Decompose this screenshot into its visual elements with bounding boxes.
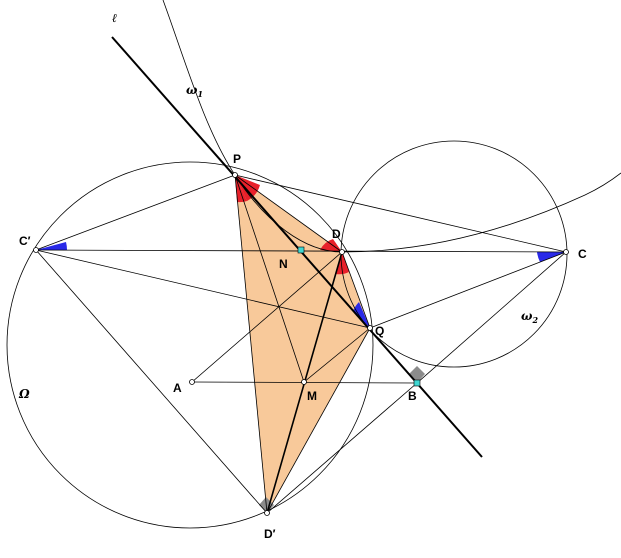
- shaded-triangle: [235, 175, 370, 513]
- seg-p-m: [234, 174, 305, 383]
- label-A: A: [173, 381, 182, 395]
- angle-mark-d-red: [320, 239, 342, 252]
- seg-p-d: [234, 174, 343, 253]
- seg-q-dprime: [266, 327, 371, 514]
- angle-mark-p-red: [235, 175, 260, 201]
- label-line-l: ℓ: [112, 11, 117, 25]
- seg-p-cprime: [35, 174, 236, 251]
- seg-p-dprime: [234, 174, 268, 514]
- point-B: [413, 379, 421, 387]
- point-P: [232, 172, 238, 178]
- angle-mark-q-blue: [353, 302, 370, 328]
- angle-mark-cprime-blue: [36, 242, 68, 250]
- point-A: [189, 379, 195, 385]
- seg-b-c: [416, 251, 567, 384]
- circle-omega1-arc: [162, 0, 621, 253]
- label-Omega: Ω: [18, 387, 30, 401]
- seg-q-c: [369, 251, 567, 329]
- angle-mark-d-red-2: [336, 252, 349, 275]
- label-P: P: [233, 152, 241, 166]
- point-M: [301, 379, 307, 385]
- point-Dprime: [264, 510, 270, 516]
- point-N: [297, 246, 305, 254]
- label-C: C: [578, 247, 587, 261]
- seg-cprime-q: [35, 249, 371, 329]
- label-omega1: ω1: [186, 83, 203, 99]
- label-omega2-main: ω: [521, 309, 533, 323]
- label-omega1-main: ω: [186, 83, 198, 97]
- label-B: B: [408, 389, 417, 403]
- circle-Omega: [6, 161, 374, 529]
- seg-d-q: [341, 251, 371, 329]
- label-Cprime: C′: [19, 234, 31, 248]
- seg-p-c: [234, 174, 567, 253]
- angle-mark-p-red-2: [235, 175, 247, 203]
- line-l: [111, 36, 483, 458]
- point-C: [563, 249, 569, 255]
- seg-cprime-dprime: [35, 249, 268, 514]
- label-omega2-sub: 2: [531, 315, 538, 325]
- point-Q: [367, 325, 373, 331]
- label-N: N: [279, 257, 288, 271]
- right-angle-mark-b: [409, 366, 425, 383]
- seg-m-q: [303, 327, 371, 383]
- label-Dprime: D′: [264, 527, 276, 541]
- label-D: D: [332, 227, 341, 241]
- point-Cprime: [33, 247, 39, 253]
- seg-a-d: [191, 251, 343, 383]
- label-omega1-sub: 1: [197, 89, 203, 99]
- label-M: M: [307, 389, 317, 403]
- seg-b-dprime: [266, 382, 418, 514]
- label-Q: Q: [375, 324, 384, 338]
- label-omega2: ω2: [521, 309, 538, 325]
- point-D: [339, 249, 345, 255]
